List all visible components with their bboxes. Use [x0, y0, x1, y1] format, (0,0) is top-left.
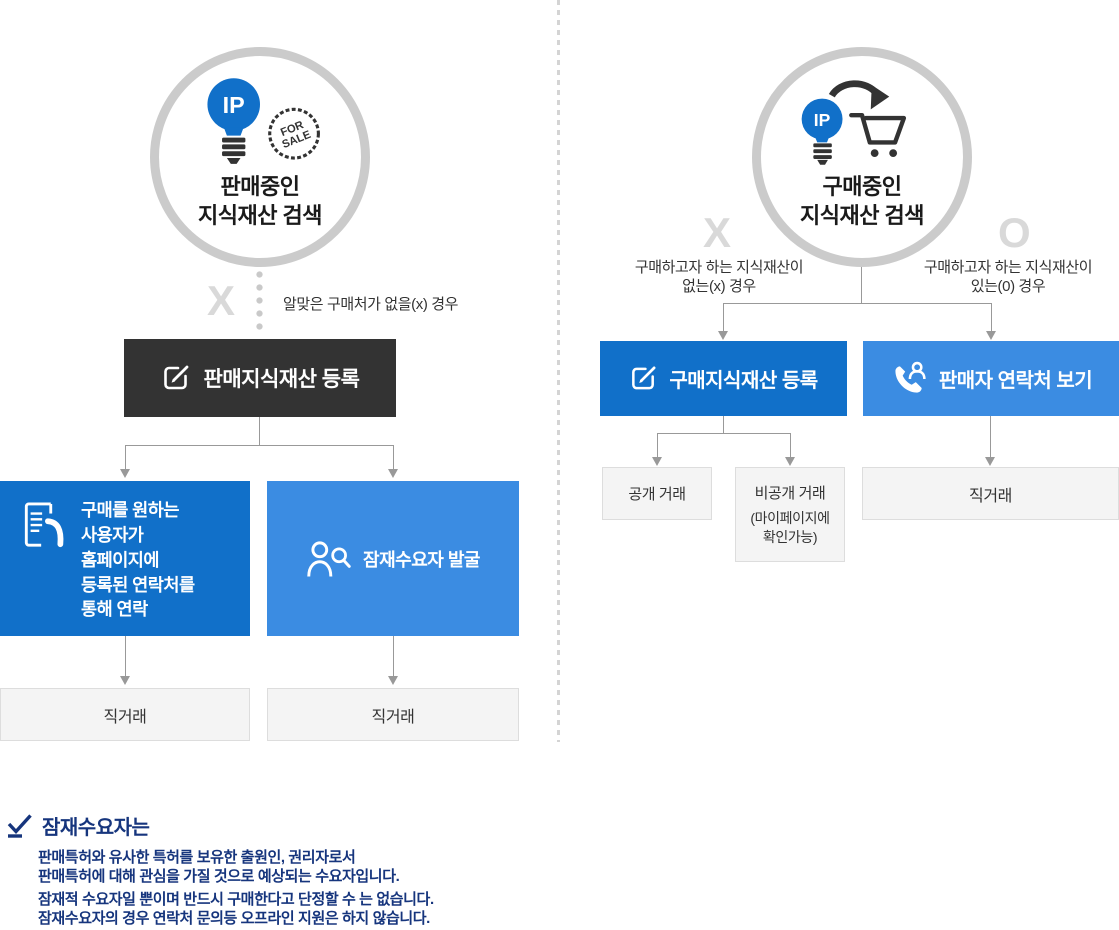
no-case-mark: X — [703, 209, 732, 256]
connector — [790, 433, 791, 457]
arrow-down-icon — [986, 331, 996, 340]
arrow-down-icon — [388, 469, 398, 478]
connector — [990, 416, 991, 457]
connector — [259, 417, 260, 445]
dotted-connector — [256, 271, 263, 333]
register-sale-ip-label: 판매지식재산 등록 — [203, 368, 360, 391]
sale-search-circle: IP FOR SALE 판매중인 지식재산 검색 — [150, 47, 370, 267]
phone-person-icon — [895, 361, 926, 393]
document-phone-icon — [24, 502, 64, 548]
arrow-down-icon — [388, 676, 398, 685]
note-title: 잠재수요자는 — [42, 817, 150, 839]
connector — [657, 433, 658, 457]
buy-search-label: 구매중인 지식재산 검색 — [799, 174, 925, 229]
ip-label: IP — [814, 110, 831, 130]
private-trade-title: 비공개 거래 — [754, 485, 826, 502]
buyer-contact-box: 구매를 원하는 사용자가 홈페이지에 등록된 연락처를 통해 연락 — [0, 481, 250, 636]
cart-icon — [849, 112, 907, 158]
register-buy-ip-label: 구매지식재산 등록 — [669, 370, 818, 392]
arrow-down-icon — [652, 457, 662, 466]
connector — [125, 445, 394, 446]
register-sale-ip-box: 판매지식재산 등록 — [124, 339, 396, 417]
direct-trade-box: 직거래 — [862, 467, 1119, 520]
direct-trade-box: 직거래 — [267, 688, 519, 741]
ip-bulb-for-sale-icon: IP FOR SALE — [207, 78, 320, 164]
discover-demand-box: 잠재수요자 발굴 — [267, 481, 519, 636]
direct-trade-box: 직거래 — [0, 688, 250, 741]
arrow-down-icon — [718, 331, 728, 340]
connector — [861, 267, 862, 303]
arrow-down-icon — [785, 457, 795, 466]
buy-search-circle: IP 구매중인 지식재산 검색 — [752, 47, 972, 267]
ip-bulb-cart-icon: IP — [801, 80, 907, 165]
edit-square-icon — [163, 365, 188, 390]
connector — [125, 636, 126, 676]
for-sale-badge: FOR SALE — [268, 107, 320, 160]
check-underline-icon — [7, 814, 32, 838]
buyer-contact-label: 구매를 원하는 사용자가 홈페이지에 등록된 연락처를 통해 연락 — [81, 500, 195, 620]
connector — [393, 636, 394, 676]
private-trade-box: 비공개 거래 (마이페이지에 확인가능) — [735, 467, 845, 562]
connector — [991, 303, 992, 331]
yes-case-condition: 구매하고자 하는 지식재산이 있는(0) 경우 — [923, 259, 1093, 296]
seller-contact-box: 판매자 연락처 보기 — [863, 341, 1119, 416]
connector — [393, 445, 394, 469]
connector — [723, 416, 724, 433]
private-trade-sub: (마이페이지에 확인가능) — [750, 510, 830, 545]
connector — [657, 433, 791, 434]
arrow-down-icon — [120, 469, 130, 478]
ip-label: IP — [223, 92, 245, 118]
note-paragraph-2: 잠재적 수요자일 뿐이며 반드시 구매한다고 단정할 수 는 없습니다. 잠재수… — [38, 891, 434, 927]
sale-search-label: 판매중인 지식재산 검색 — [197, 174, 323, 229]
no-case-condition: 구매하고자 하는 지식재산이 없는(x) 경우 — [634, 259, 804, 296]
person-search-icon — [307, 540, 351, 577]
register-buy-ip-box: 구매지식재산 등록 — [600, 341, 847, 416]
connector — [723, 303, 992, 304]
yes-case-mark: O — [998, 209, 1031, 256]
section-divider — [557, 0, 560, 742]
seller-contact-label: 판매자 연락처 보기 — [938, 370, 1093, 392]
arrow-down-icon — [985, 457, 995, 466]
edit-square-icon — [632, 366, 656, 390]
open-trade-box: 공개 거래 — [602, 467, 712, 520]
connector — [125, 445, 126, 469]
arrow-down-icon — [120, 676, 130, 685]
discover-demand-label: 잠재수요자 발굴 — [363, 549, 480, 570]
no-buyer-mark: X — [207, 277, 236, 324]
note-paragraph-1: 판매특허와 유사한 특허를 보유한 출원인, 권리자로서 판매특허에 대해 관심… — [38, 849, 400, 885]
connector — [723, 303, 724, 331]
no-buyer-condition: 알맞은 구매처가 없을(x) 경우 — [283, 296, 458, 313]
